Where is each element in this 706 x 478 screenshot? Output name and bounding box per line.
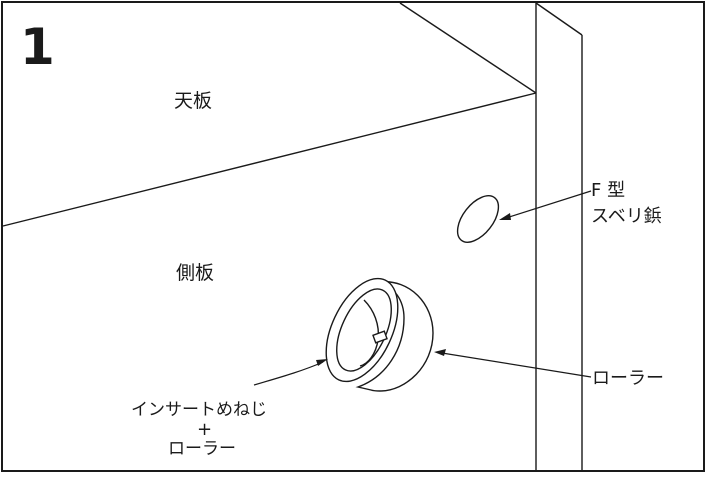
insert-label-line1: インサートめねじ <box>131 400 267 420</box>
roller-part <box>325 277 434 392</box>
f-type-label-line1: F 型 <box>591 180 625 201</box>
side-panel-label: 側板 <box>176 262 214 284</box>
f-type-label-line2: スベリ鋲 <box>591 206 662 227</box>
insert-label-plus: + <box>197 419 212 440</box>
roller-label: ローラー <box>592 368 664 389</box>
insert-label-line3: ローラー <box>168 439 236 459</box>
leader-arrowheads <box>316 213 511 366</box>
f-type-rivet <box>456 195 500 243</box>
step-number: 1 <box>20 18 55 76</box>
top-panel-outline <box>2 2 537 227</box>
top-panel-label: 天板 <box>174 90 212 112</box>
side-panel-outline <box>535 2 583 471</box>
